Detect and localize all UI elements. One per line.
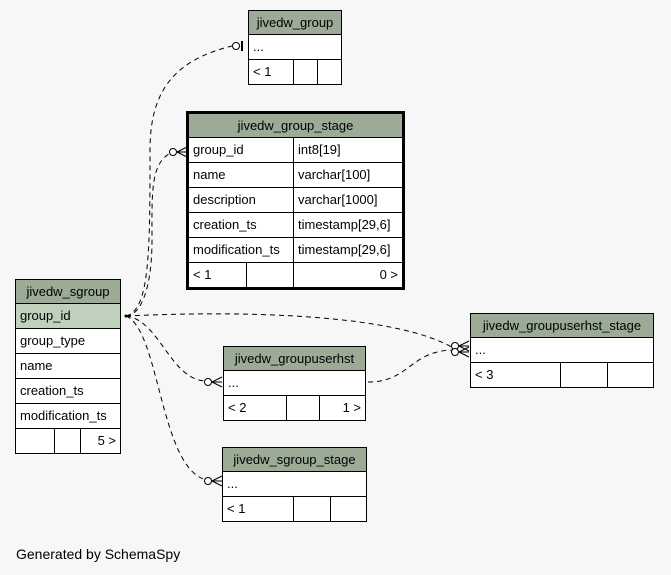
- table-row: group_type: [16, 329, 120, 354]
- optional-marker: [451, 348, 459, 356]
- column-type: varchar[1000]: [293, 188, 402, 212]
- edge-sgroup-to-groupuserhst-stage: [125, 313, 456, 350]
- table-header: jivedw_sgroup_stage: [223, 448, 366, 472]
- ellipsis-cell: ...: [228, 375, 239, 390]
- columns-count: [286, 396, 319, 420]
- edge-sgroup-to-groupuserhst: [125, 315, 207, 382]
- column-name: group_id: [20, 308, 71, 323]
- table-header: jivedw_groupuserhst_stage: [471, 314, 653, 338]
- table-header: jivedw_groupuserhst: [224, 347, 365, 371]
- column-name: creation_ts: [193, 217, 257, 232]
- column-type: int8[19]: [293, 138, 402, 162]
- table-row: name: [16, 354, 120, 379]
- edge-sgroup-to-sgroup-stage: [125, 315, 208, 481]
- table-row: ...: [224, 371, 365, 396]
- children-count: 0 >: [293, 263, 402, 287]
- optional-marker: [232, 42, 240, 50]
- crowfoot-marker: [211, 376, 223, 388]
- table-row: ...: [249, 35, 341, 60]
- children-count: 1 >: [319, 396, 365, 420]
- children-count: [330, 497, 366, 521]
- ellipsis-cell: ...: [475, 342, 486, 357]
- optional-marker: [204, 477, 212, 485]
- column-name: group_type: [20, 333, 86, 348]
- edge-groupuserhst-to-groupuserhst-stage: [367, 349, 456, 383]
- optional-marker: [204, 378, 212, 386]
- column-name: modification_ts: [20, 408, 107, 423]
- edge-sgroup-to-group-stage: [125, 150, 176, 317]
- column-type: varchar[100]: [293, 163, 402, 187]
- columns-count: [293, 60, 317, 84]
- table-row: name varchar[100]: [189, 163, 402, 188]
- table-jivedw-groupuserhst-stage[interactable]: jivedw_groupuserhst_stage ... < 3: [470, 313, 654, 388]
- parents-count: [16, 429, 54, 453]
- edge-sgroup-to-group: [125, 45, 233, 317]
- crowfoot-marker: [458, 340, 470, 352]
- generated-by-label: Generated by SchemaSpy: [16, 546, 181, 562]
- columns-count: [560, 363, 607, 387]
- ellipsis-cell: ...: [253, 39, 264, 54]
- parents-count: < 2: [228, 400, 247, 415]
- ellipsis-cell: ...: [227, 476, 238, 491]
- table-row: ...: [223, 472, 366, 497]
- table-jivedw-sgroup-stage[interactable]: jivedw_sgroup_stage ... < 1: [222, 447, 367, 522]
- children-count: [317, 60, 341, 84]
- column-name: group_id: [193, 142, 244, 157]
- table-row: ...: [471, 338, 653, 363]
- table-header: jivedw_group: [249, 11, 341, 35]
- table-jivedw-groupuserhst[interactable]: jivedw_groupuserhst ... < 2 1 >: [223, 346, 366, 421]
- table-footer-row: < 1 0 >: [189, 263, 402, 287]
- column-name: creation_ts: [20, 383, 84, 398]
- table-footer-row: 5 >: [16, 429, 120, 453]
- table-footer-row: < 1: [249, 60, 341, 84]
- table-jivedw-sgroup[interactable]: jivedw_sgroup group_id group_type name c…: [15, 279, 121, 454]
- table-footer-row: < 3: [471, 363, 653, 387]
- optional-marker: [169, 148, 177, 156]
- parents-count: < 1: [253, 64, 272, 79]
- table-row-primary-key: group_id: [16, 304, 120, 329]
- column-name: description: [193, 192, 256, 207]
- table-footer-row: < 2 1 >: [224, 396, 365, 420]
- parents-count: < 3: [475, 367, 494, 382]
- columns-count: [246, 263, 293, 287]
- column-name: name: [20, 358, 53, 373]
- column-type: timestamp[29,6]: [293, 238, 402, 262]
- crowfoot-marker: [458, 346, 470, 358]
- table-row: description varchar[1000]: [189, 188, 402, 213]
- table-header: jivedw_sgroup: [16, 280, 120, 304]
- column-name: modification_ts: [193, 242, 280, 257]
- columns-count: [54, 429, 80, 453]
- column-type: timestamp[29,6]: [293, 213, 402, 237]
- table-row: modification_ts: [16, 404, 120, 429]
- table-row: creation_ts timestamp[29,6]: [189, 213, 402, 238]
- table-row: creation_ts: [16, 379, 120, 404]
- columns-count: [293, 497, 330, 521]
- table-header: jivedw_group_stage: [189, 114, 402, 138]
- parents-count: < 1: [227, 501, 246, 516]
- table-jivedw-group-stage[interactable]: jivedw_group_stage group_id int8[19] nam…: [186, 111, 405, 290]
- table-row: group_id int8[19]: [189, 138, 402, 163]
- column-name: name: [193, 167, 226, 182]
- crowfoot-marker: [176, 146, 188, 158]
- table-jivedw-group[interactable]: jivedw_group ... < 1: [248, 10, 342, 85]
- children-count: 5 >: [80, 429, 120, 453]
- table-row: modification_ts timestamp[29,6]: [189, 238, 402, 263]
- crowfoot-marker: [211, 475, 223, 487]
- children-count: [607, 363, 653, 387]
- table-footer-row: < 1: [223, 497, 366, 521]
- parents-count: < 1: [193, 267, 212, 282]
